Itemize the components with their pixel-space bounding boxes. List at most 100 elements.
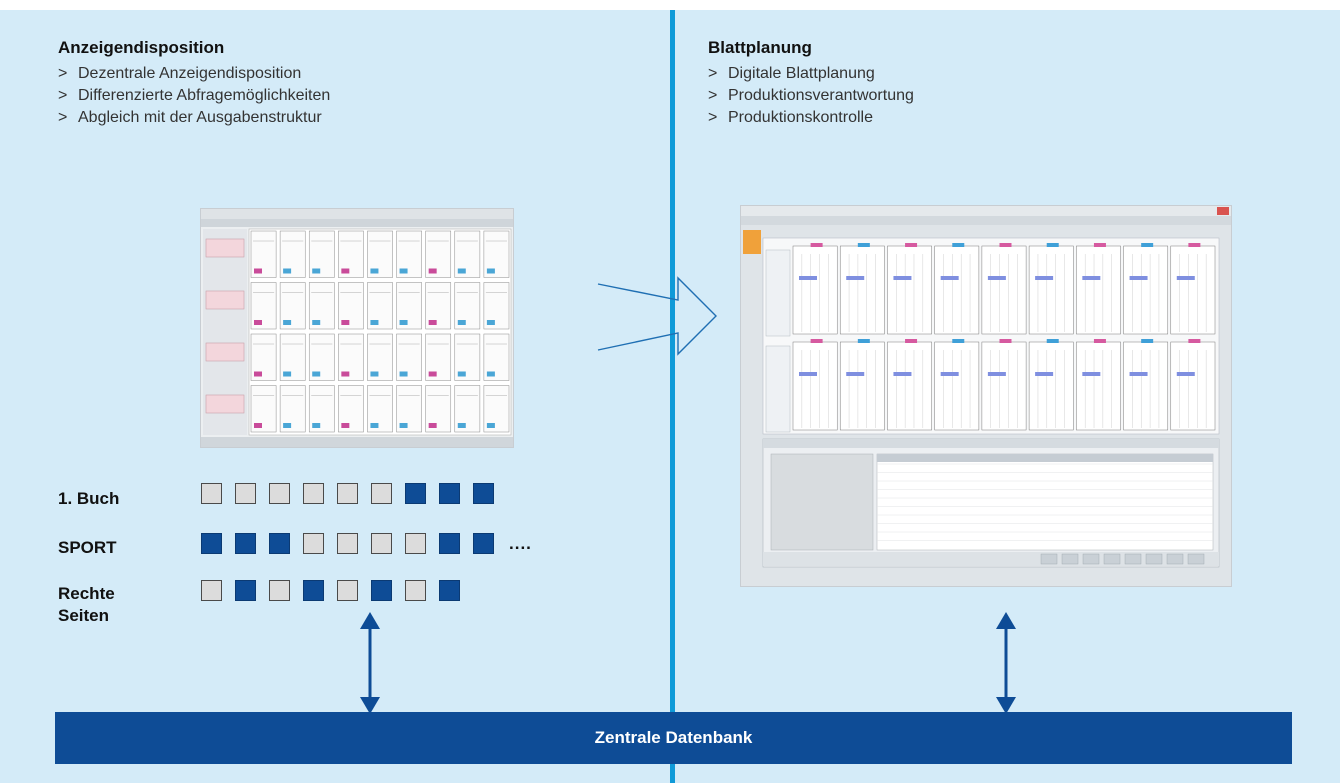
ad-placement-mark xyxy=(893,276,912,280)
filled-page-square xyxy=(235,580,256,601)
color-marker xyxy=(283,268,292,274)
dialog-tool-button xyxy=(1082,553,1100,565)
color-marker xyxy=(457,423,466,428)
empty-page-square xyxy=(371,533,392,554)
color-marker xyxy=(457,268,466,274)
color-marker xyxy=(486,423,495,428)
color-marker xyxy=(810,243,823,247)
color-marker xyxy=(312,371,321,377)
color-marker xyxy=(283,371,292,377)
ad-placement-mark xyxy=(987,276,1006,280)
color-marker xyxy=(952,339,965,343)
color-marker xyxy=(1046,243,1059,247)
page-cell xyxy=(1076,341,1121,431)
square-row-buch xyxy=(201,483,494,504)
color-marker xyxy=(486,268,495,274)
color-marker xyxy=(399,371,408,377)
orange-tab xyxy=(743,230,761,254)
left-bullet-list: >Dezentrale Anzeigendisposition >Differe… xyxy=(58,63,618,129)
group-label-box xyxy=(205,394,245,414)
color-marker xyxy=(370,268,379,274)
color-marker xyxy=(428,320,437,325)
page-cell xyxy=(839,341,885,431)
row-label-rechte-seiten: Rechte Seiten xyxy=(58,584,115,625)
page-cell xyxy=(1028,341,1074,431)
page-cell xyxy=(887,341,932,431)
dialog-tool-button xyxy=(1061,553,1079,565)
dialog-tool-button xyxy=(1187,553,1205,565)
color-marker xyxy=(999,243,1012,247)
left-bullet: >Dezentrale Anzeigendisposition xyxy=(58,65,302,82)
color-marker xyxy=(428,423,437,428)
color-marker xyxy=(341,320,350,325)
row-label-buch: 1. Buch xyxy=(58,489,120,508)
color-marker xyxy=(312,268,321,274)
page-cell xyxy=(1076,245,1121,335)
group-label-box xyxy=(205,238,245,258)
color-marker xyxy=(399,320,408,325)
color-marker xyxy=(370,371,379,377)
window-title-bar xyxy=(201,209,513,219)
dialog-tool-button xyxy=(1166,553,1184,565)
color-marker xyxy=(428,268,437,274)
left-bullet: >Abgleich mit der Ausgabenstruktur xyxy=(58,109,322,126)
color-marker xyxy=(905,243,918,247)
color-marker xyxy=(457,320,466,325)
filled-page-square xyxy=(439,580,460,601)
color-marker xyxy=(370,320,379,325)
right-bullet: >Produktionsverantwortung xyxy=(708,87,914,104)
page-planning-screenshot-graphic xyxy=(741,206,1231,568)
page-cell xyxy=(1123,341,1169,431)
page-cell xyxy=(839,245,885,335)
color-marker xyxy=(370,423,379,428)
central-database-bar: Zentrale Datenbank xyxy=(55,712,1292,764)
ad-disposition-screenshot xyxy=(200,208,514,448)
color-marker xyxy=(1188,339,1201,343)
edition-label-box xyxy=(765,249,791,337)
filled-page-square xyxy=(473,483,494,504)
color-marker xyxy=(428,371,437,377)
group-label-box xyxy=(205,342,245,362)
ad-placement-mark xyxy=(987,372,1006,376)
window-close-button xyxy=(1217,207,1229,215)
color-marker xyxy=(312,320,321,325)
right-double-arrow-icon xyxy=(996,612,1016,714)
color-marker xyxy=(399,423,408,428)
page-cell xyxy=(792,245,838,335)
color-marker xyxy=(457,371,466,377)
filled-page-square xyxy=(439,533,460,554)
row-label-sport: SPORT xyxy=(58,538,117,557)
filled-page-square xyxy=(303,580,324,601)
ad-placement-mark xyxy=(1176,372,1195,376)
ad-placement-mark xyxy=(846,372,865,376)
group-label-box xyxy=(205,290,245,310)
empty-page-square xyxy=(235,483,256,504)
right-bullet-list: >Digitale Blattplanung >Produktionsveran… xyxy=(708,63,1268,129)
color-marker xyxy=(283,423,292,428)
central-database-label: Zentrale Datenbank xyxy=(594,728,753,747)
page-cell xyxy=(887,245,932,335)
right-panel-title: Blattplanung xyxy=(708,38,812,57)
left-double-arrow-icon xyxy=(360,612,380,714)
ad-placement-mark xyxy=(1035,276,1054,280)
color-marker xyxy=(254,268,262,274)
color-marker xyxy=(1093,243,1106,247)
left-panel: Anzeigendisposition >Dezentrale Anzeigen… xyxy=(58,38,618,129)
color-marker xyxy=(283,320,292,325)
color-marker xyxy=(254,371,262,377)
window-toolbar xyxy=(201,219,513,227)
ad-placement-mark xyxy=(893,372,912,376)
color-marker xyxy=(1093,339,1106,343)
ad-placement-mark xyxy=(799,372,817,376)
empty-page-square xyxy=(269,580,290,601)
empty-page-square xyxy=(201,483,222,504)
color-marker xyxy=(1141,243,1154,247)
flow-arrow-icon xyxy=(597,276,717,356)
color-marker xyxy=(341,268,350,274)
dialog-table-header xyxy=(877,454,1213,462)
color-marker xyxy=(999,339,1012,343)
ad-placement-mark xyxy=(1082,372,1101,376)
color-marker xyxy=(399,268,408,274)
page-planning-screenshot xyxy=(740,205,1232,587)
window-status-bar xyxy=(201,437,513,447)
